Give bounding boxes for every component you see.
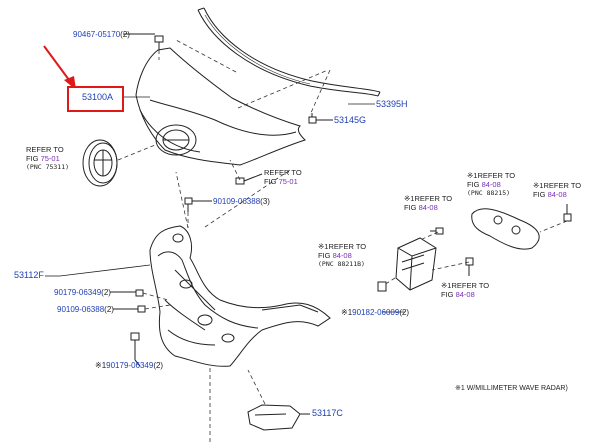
footnote-radar: ※1 W/MILLIMETER WAVE RADAR) xyxy=(455,385,568,392)
upper-grille-panel xyxy=(135,47,306,166)
refer-note-mid[interactable]: REFER TO FIG 75-01 xyxy=(264,168,302,186)
radar-fasteners xyxy=(377,204,572,292)
front-emblem xyxy=(82,139,118,187)
part-label-53117c[interactable]: 53117C xyxy=(312,408,343,418)
part-label-53145g[interactable]: 53145G xyxy=(334,115,367,125)
part-label-90179-06349-a[interactable]: 90179-06349(2) xyxy=(54,288,111,297)
refer-note-right-top[interactable]: ※1REFER TO FIG 84-08 xyxy=(533,181,582,199)
bolt-90109-top xyxy=(184,197,212,212)
radar-bracket xyxy=(471,208,540,250)
part-label-53395h[interactable]: 53395H xyxy=(376,99,408,109)
refer-note-fastener[interactable]: ※1REFER TO FIG 84-08 xyxy=(404,194,453,212)
screw-mid xyxy=(235,173,263,185)
part-label-90182-06009[interactable]: ※190182-06009(2) xyxy=(341,308,410,317)
part-label-90109-06388-top[interactable]: 90109-06388(3) xyxy=(213,197,270,206)
dashed-leader-lines xyxy=(117,39,568,445)
upper-trim-strip xyxy=(197,7,381,97)
part-label-53112f[interactable]: 53112F xyxy=(14,270,44,280)
part-label-90179-06349-c[interactable]: ※190179-06349(2) xyxy=(95,361,164,370)
refer-note-radar[interactable]: ※1REFER TO FIG 84-08 (PNC 88211B) xyxy=(318,242,367,268)
refer-note-lower-right[interactable]: ※1REFER TO FIG 84-08 xyxy=(441,281,490,299)
red-pointer-arrow xyxy=(43,45,76,90)
part-label-90467-05170[interactable]: 90467-05170(2) xyxy=(73,30,130,39)
part-label-53100a[interactable]: 53100A xyxy=(82,92,114,102)
lower-support-bracket xyxy=(149,225,331,367)
clip-53145g xyxy=(308,113,333,124)
refer-note-bracket[interactable]: ※1REFER TO FIG 84-08 (PNC 88215) xyxy=(467,171,516,197)
radar-sensor-module xyxy=(395,237,437,291)
highlight-box-53100a xyxy=(67,86,124,112)
fasteners-left xyxy=(110,289,146,367)
lower-cover-53117c xyxy=(247,404,310,431)
part-label-90109-06388-b[interactable]: 90109-06388(2) xyxy=(57,305,114,314)
screw-90467 xyxy=(123,33,164,50)
refer-note-emblem[interactable]: REFER TO FIG 75-01 (PNC 75311) xyxy=(26,145,70,171)
